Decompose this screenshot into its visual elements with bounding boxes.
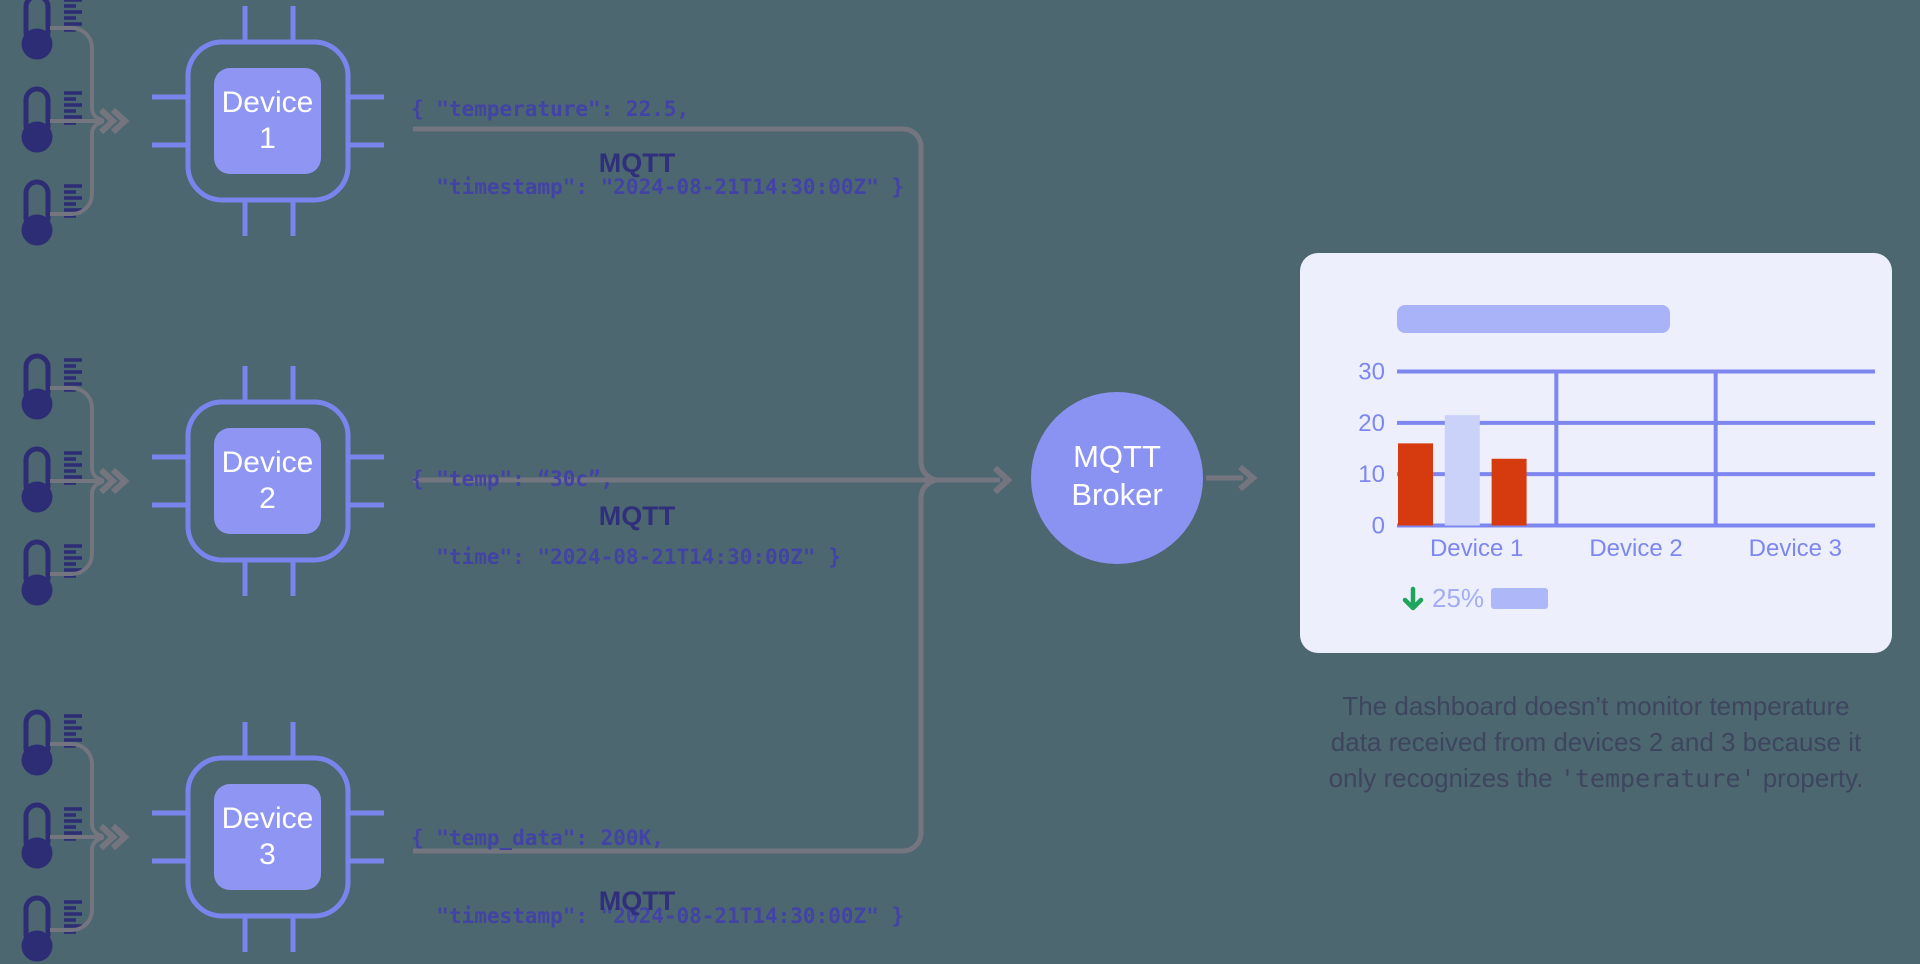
broker-input-arrowhead (992, 465, 1013, 495)
device-1-protocol-label: MQTT (598, 148, 676, 178)
caption-line-3-post: property. (1755, 763, 1864, 793)
device-3-cluster (22, 712, 385, 962)
device-label-line: Device (221, 802, 314, 835)
mqtt-broker-label: MQTT Broker (1032, 438, 1202, 514)
device-3-chip-label: Device 3 (214, 784, 321, 890)
stat-row: 25% (1401, 583, 1549, 614)
caption-line-2: data received from devices 2 and 3 becau… (1330, 727, 1862, 757)
payload-line: "time": "2024-08-21T14:30:00Z" } (411, 545, 841, 569)
device-label-line: 3 (259, 838, 276, 871)
device-3-payload: { "temp_data": 200K, "timestamp": "2024-… (411, 773, 904, 964)
broker-label-line: Broker (1071, 477, 1163, 512)
payload-line: { "temperature": 22.5, (411, 97, 690, 121)
device-2-chip-label: Device 2 (214, 428, 321, 534)
y-tick-label: 10 (1358, 461, 1385, 488)
caption-line-3-pre: only recognizes the (1328, 763, 1560, 793)
down-arrow-icon (1402, 586, 1424, 610)
mqtt-connectors (413, 126, 1258, 854)
y-tick-label: 30 (1358, 359, 1385, 386)
x-category-label: Device 3 (1749, 535, 1842, 562)
device-2-cluster (22, 356, 385, 606)
payload-line: "timestamp": "2024-08-21T14:30:00Z" } (411, 904, 905, 928)
device-label-line: Device (221, 446, 314, 479)
stat-label-placeholder (1491, 588, 1549, 609)
device-label-line: 2 (259, 482, 276, 515)
device-label-line: Device (221, 86, 314, 119)
chart-bar (1398, 443, 1433, 526)
dashboard-title-placeholder (1397, 305, 1670, 333)
x-category-label: Device 2 (1589, 535, 1682, 562)
device-1-chip-label: Device 1 (214, 68, 321, 174)
broker-label-line: MQTT (1073, 439, 1161, 474)
device-2-protocol-label: MQTT (598, 501, 676, 531)
mqtt-broker-circle (1031, 392, 1203, 564)
caption-line-1: The dashboard doesn’t monitor temperatur… (1342, 691, 1850, 721)
chart-bar (1444, 415, 1480, 526)
device-1-cluster (22, 0, 385, 246)
caption-inline-code: 'temperature' (1559, 764, 1756, 793)
caption-line-3: only recognizes the 'temperature' proper… (1276, 760, 1916, 797)
y-tick-label: 0 (1372, 513, 1385, 540)
payload-line: { "temp": “30c”, (411, 467, 614, 491)
payload-line: "timestamp": "2024-08-21T14:30:00Z" } (411, 175, 905, 199)
device-3-protocol-label: MQTT (598, 886, 676, 916)
y-tick-label: 20 (1358, 410, 1385, 437)
payload-line: { "temp_data": 200K, (411, 826, 664, 850)
device-2-payload: { "temp": “30c”, "time": "2024-08-21T14:… (411, 414, 841, 622)
caption-text: The dashboard doesn’t monitor temperatur… (1276, 688, 1916, 797)
device-label-line: 1 (259, 122, 276, 155)
broker-output-arrowhead (1238, 464, 1258, 492)
device-1-payload: { "temperature": 22.5, "timestamp": "202… (411, 44, 904, 252)
chart-bar (1491, 458, 1527, 526)
x-category-label: Device 1 (1430, 535, 1523, 562)
stat-percent: 25% (1432, 583, 1485, 613)
